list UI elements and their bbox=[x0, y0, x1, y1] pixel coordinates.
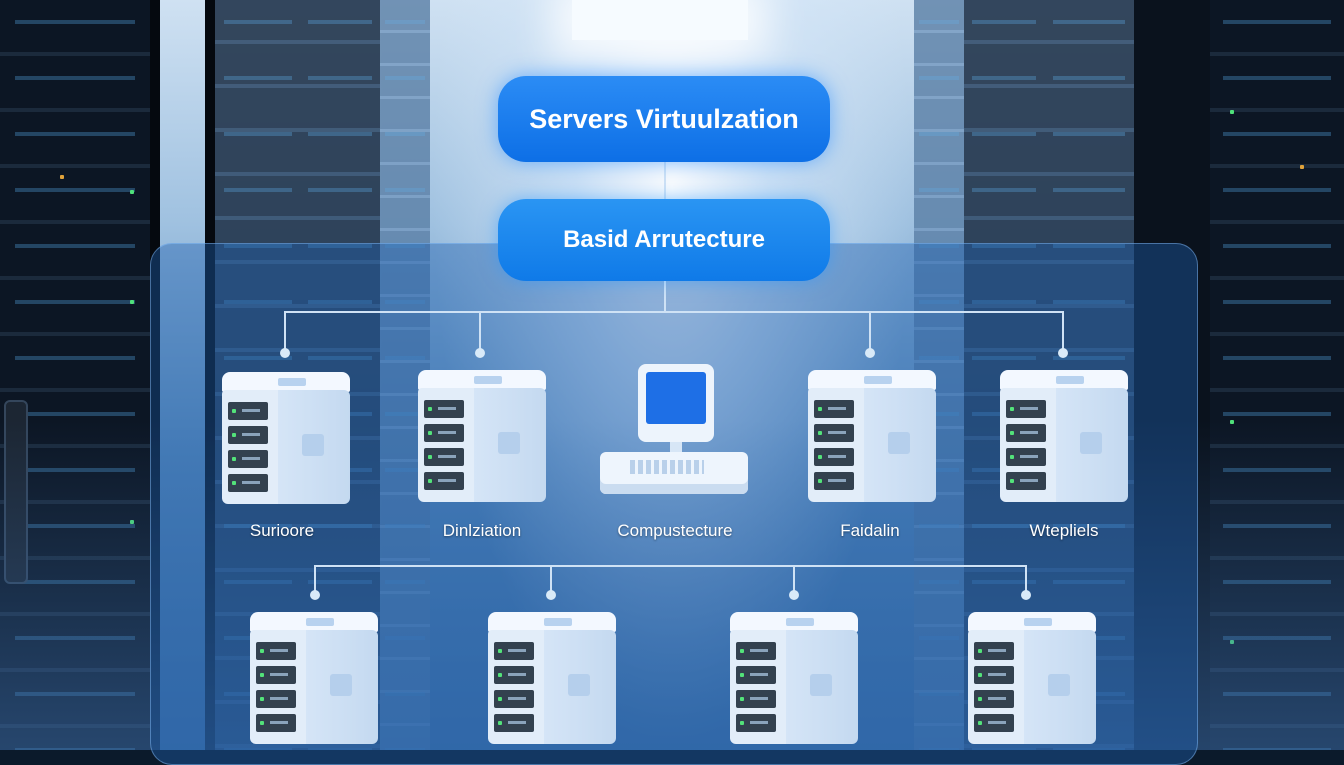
computer-icon bbox=[600, 364, 748, 494]
server-icon bbox=[488, 612, 616, 744]
rack-frame bbox=[150, 0, 160, 750]
rack-frame bbox=[205, 0, 215, 750]
connector-line bbox=[793, 565, 795, 595]
connector-dot bbox=[546, 590, 556, 600]
connector-line bbox=[284, 311, 1064, 313]
ceiling-light bbox=[572, 0, 748, 40]
diagram-subtitle-pill: Basid Arrutecture bbox=[498, 199, 830, 281]
status-led bbox=[60, 175, 64, 179]
connector-dot bbox=[310, 590, 320, 600]
server-icon bbox=[222, 372, 350, 504]
connector-line bbox=[284, 311, 286, 353]
connector-dot bbox=[1021, 590, 1031, 600]
connector-line bbox=[664, 162, 666, 199]
connector-line bbox=[869, 311, 871, 353]
diagram-title-pill: Servers Virtuulzation bbox=[498, 76, 830, 162]
status-led bbox=[1300, 165, 1304, 169]
node-label-faidalin: Faidalin bbox=[840, 521, 900, 540]
connector-line bbox=[550, 565, 552, 595]
connector-dot bbox=[475, 348, 485, 358]
connector-line bbox=[1062, 311, 1064, 353]
node-label-dinlziation: Dinlziation bbox=[442, 521, 522, 540]
server-icon bbox=[808, 370, 936, 502]
connector-line bbox=[1025, 565, 1027, 595]
server-icon bbox=[418, 370, 546, 502]
server-icon bbox=[968, 612, 1096, 744]
status-led bbox=[1230, 110, 1234, 114]
server-icon bbox=[250, 612, 378, 744]
connector-dot bbox=[789, 590, 799, 600]
server-icon bbox=[730, 612, 858, 744]
connector-line bbox=[314, 565, 1026, 567]
connector-line bbox=[314, 565, 316, 595]
server-icon bbox=[1000, 370, 1128, 502]
connector-line bbox=[479, 311, 481, 353]
node-label-compustecture: Compustecture bbox=[617, 521, 733, 540]
connector-line bbox=[664, 281, 666, 311]
connector-dot bbox=[280, 348, 290, 358]
node-label-wtepliels: Wtepliels bbox=[1029, 521, 1099, 540]
connector-dot bbox=[1058, 348, 1068, 358]
status-led bbox=[130, 190, 134, 194]
connector-dot bbox=[865, 348, 875, 358]
node-label-surioore: Surioore bbox=[249, 521, 315, 540]
status-led bbox=[130, 300, 134, 304]
monitor-screen bbox=[646, 372, 706, 424]
